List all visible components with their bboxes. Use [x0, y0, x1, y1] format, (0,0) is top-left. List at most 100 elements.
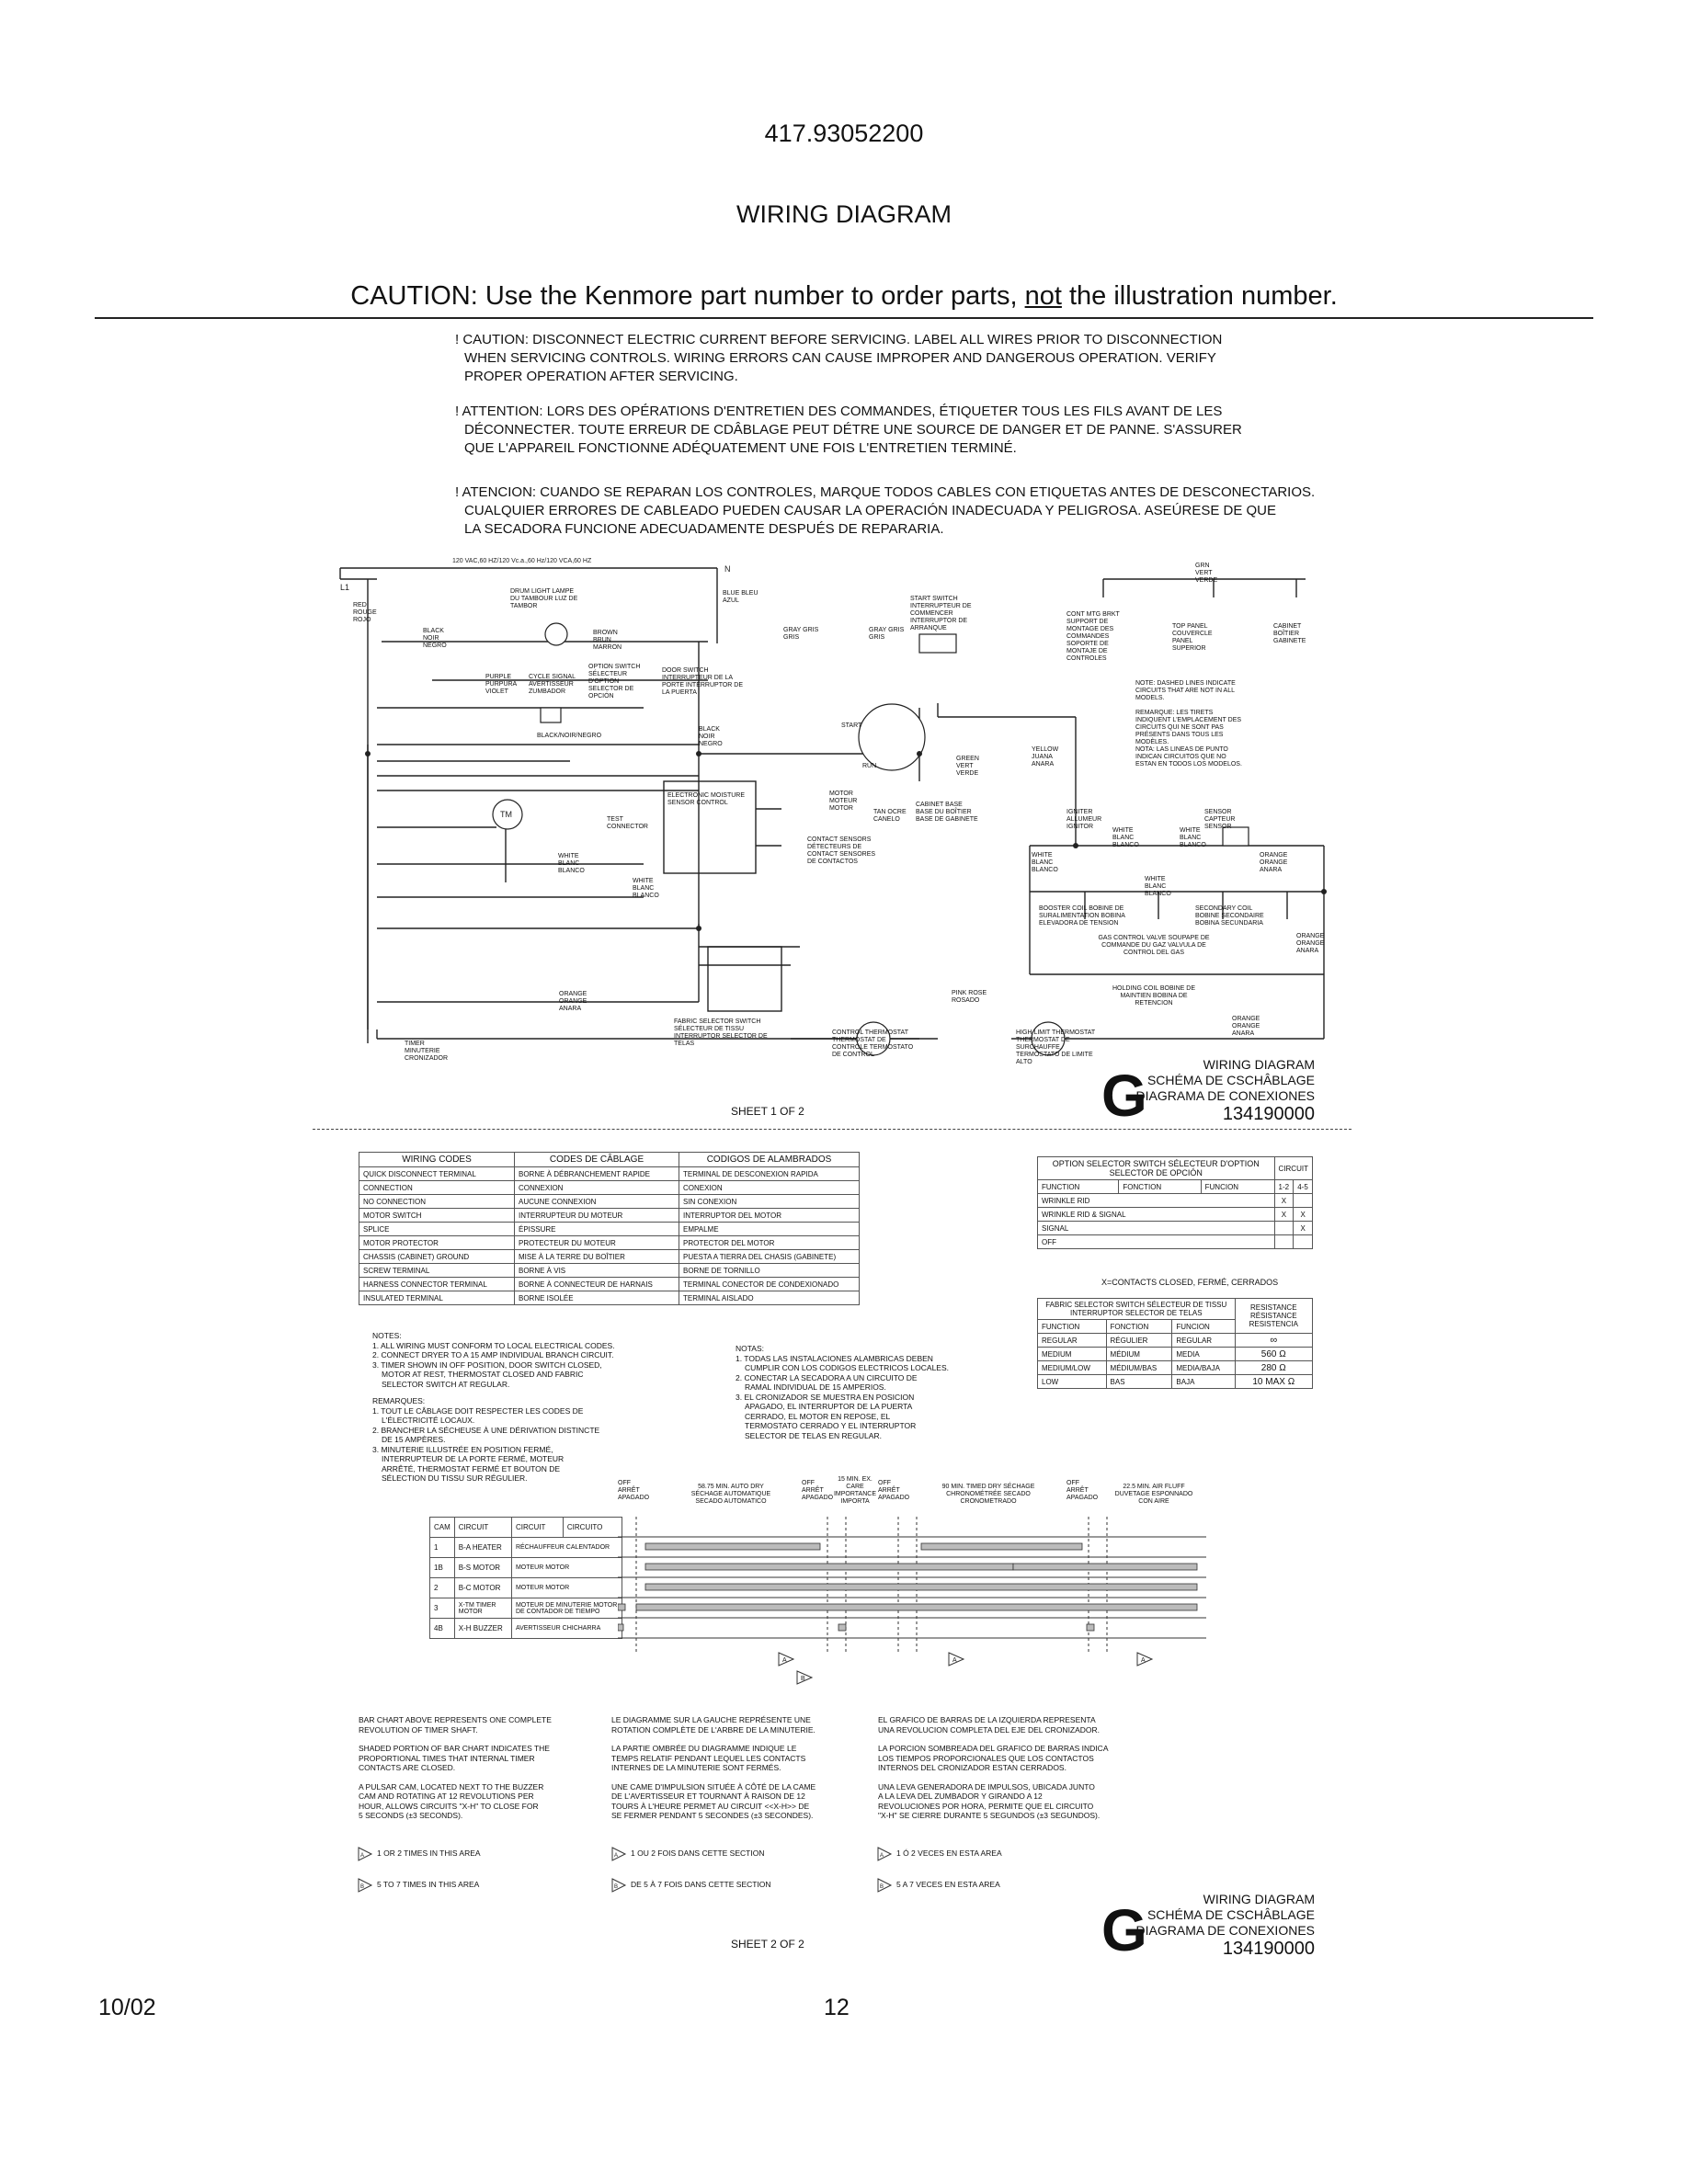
table-cell: CIRCUIT [453, 1517, 512, 1538]
table-cell: MÉDIUM/BAS [1105, 1360, 1173, 1375]
table-cell: PUESTA A TIERRA DEL CHASIS (GABINETE) [679, 1249, 860, 1264]
table-cell: CONNECTION [359, 1180, 515, 1195]
label-yellow: YELLOW JUANA ANARA [1032, 746, 1059, 768]
header-cell: WIRING CODES [359, 1152, 515, 1167]
off-label: OFF ARRÊT APAGADO [1066, 1480, 1099, 1501]
corner-number: 134190000 [1222, 1104, 1315, 1124]
table-cell: X [1293, 1207, 1313, 1222]
label-red: RED ROUGE ROJO [353, 602, 377, 623]
section-timed-dry: 90 MIN. TIMED DRY SÉCHAGE CHRONOMÉTRÉE S… [941, 1484, 1035, 1505]
note-line: RAMAL INDIVIDUAL DE 15 AMPERIOS. [745, 1382, 886, 1392]
table-cell: MEDIA/BAJA [1171, 1360, 1236, 1375]
table-header-row: FABRIC SELECTOR SWITCH SÉLECTEUR DE TISS… [1037, 1298, 1314, 1334]
table-cell: ÉPISSURE [514, 1222, 679, 1236]
table-cell: RÉCHAUFFEUR CALENTADOR [510, 1537, 623, 1558]
note-line: SELECTOR DE TELAS EN REGULAR. [745, 1430, 882, 1440]
table-cell: MOTEUR MOTOR [510, 1577, 623, 1598]
note-line: 1. ALL WIRING MUST CONFORM TO LOCAL ELEC… [372, 1340, 615, 1350]
warning-line: LA SECADORA FUNCIONE ADECUADAMENTE DESPU… [464, 521, 944, 537]
table-cell: 1-2 [1273, 1179, 1295, 1194]
corner-line: DIAGRAMA DE CONEXIONES [1135, 1923, 1315, 1938]
label-green: GREEN VERT VERDE [956, 756, 979, 777]
table-cell: CONNEXION [514, 1180, 679, 1195]
label-cabinet-base: CABINET BASE BASE DU BOÎTIER BASE DE GAB… [916, 802, 978, 823]
note-line: 1. TOUT LE CÂBLAGE DOIT RESPECTER LES CO… [372, 1405, 584, 1416]
table-row: OFF [1037, 1234, 1313, 1249]
label-gray-2: GRAY GRIS GRIS [869, 627, 905, 641]
label-blue: BLUE BLEU AZUL [723, 590, 758, 604]
table-cell: PROTECTEUR DU MOTEUR [514, 1235, 679, 1250]
schematic-note-es: NOTA: LAS LINEAS DE PUNTO INDICAN CIRCUI… [1135, 746, 1242, 768]
table-cell: BORNE À CONNECTEUR DE HARNAIS [514, 1277, 679, 1291]
note-line: 5 SECONDS (±3 SECONDS). [359, 1811, 463, 1820]
table-cell: PROTECTOR DEL MOTOR [679, 1235, 860, 1250]
warning-line: WHEN SERVICING CONTROLS. WIRING ERRORS C… [464, 350, 1216, 366]
label-brown: BROWN BRUN MARRON [593, 630, 622, 651]
wiring-codes-table: WIRING CODES CODES DE CÂBLAGE CODIGOS DE… [359, 1152, 860, 1305]
table-cell: 3 [429, 1598, 455, 1619]
section-air-fluff: 22.5 MIN. AIR FLUFF DUVETAGE ESPONNADO C… [1114, 1484, 1193, 1505]
notes-es: NOTAS: 1. TODAS LAS INSTALACIONES ALAMBR… [736, 1344, 949, 1440]
corner-line: WIRING DIAGRAM [1203, 1892, 1315, 1906]
caution-emphasis: not [1024, 281, 1062, 311]
section-ex-care: 15 MIN. EX. CARE IMPORTANCE IMPORTA [833, 1476, 877, 1505]
label-holding-coil: HOLDING COIL BOBINE DE MAINTIEN BOBINA D… [1112, 985, 1195, 1007]
header-cell: RESISTANCE RÉSISTANCE RESISTENCIA [1234, 1298, 1314, 1334]
note-line: REVOLUTION OF TIMER SHAFT. [359, 1724, 478, 1735]
table-cell: SIN CONEXION [679, 1194, 860, 1209]
note-line: ARRÊTÉ, THERMOSTAT FERMÉ ET BOUTON DE [382, 1463, 561, 1473]
label-door-switch: DOOR SWITCH INTERRUPTEUR DE LA PORTE INT… [662, 667, 744, 696]
label-grn: GRN VERT VERDE [1195, 563, 1218, 584]
warning-en: ! CAUTION: DISCONNECT ELECTRIC CURRENT B… [455, 331, 1329, 386]
note-line: SELECTOR SWITCH AT REGULAR. [382, 1379, 510, 1389]
note-spacer [359, 1735, 552, 1744]
warning-es: ! ATENCION: CUANDO SE REPARAN LOS CONTRO… [455, 483, 1329, 539]
table-cell: CAM [429, 1517, 455, 1538]
warning-line: QUE L'APPAREIL FONCTIONNE ADÉQUATEMENT U… [464, 440, 1017, 456]
label-orange: ORANGE ORANGE ANARA [559, 991, 587, 1012]
label-white-2: WHITE BLANC BLANCO [633, 878, 659, 899]
footer-date: 10/02 [98, 1995, 156, 2020]
table-cell: BAS [1105, 1374, 1173, 1389]
label-top-panel: TOP PANEL COUVERCLE PANEL SUPERIOR [1172, 623, 1213, 652]
note-line: NOTAS: [736, 1344, 765, 1353]
pulse-legend-a: A [360, 1853, 364, 1859]
model-number: 417.93052200 [764, 119, 924, 147]
note-line: DE 15 AMPÈRES. [382, 1435, 446, 1444]
note-line: LA PARTIE OMBRÉE DU DIAGRAMME INDIQUE LE [611, 1744, 797, 1753]
table-cell: X-H BUZZER [453, 1618, 512, 1639]
off-label: OFF ARRÊT APAGADO [802, 1480, 834, 1501]
note-spacer [611, 1773, 815, 1782]
table-row: FUNCTION FONCTION FUNCION [1037, 1319, 1313, 1334]
note-line: 3. TIMER SHOWN IN OFF POSITION, DOOR SWI… [372, 1359, 602, 1370]
label-white-6: WHITE BLANC BLANCO [1145, 876, 1171, 897]
pulse-legend-icons: A B [611, 1847, 627, 1893]
note-line: "X-H" SE CIERRE DURANTE 5 SEGUNDOS (±3 S… [878, 1811, 1101, 1820]
table-cell: QUICK DISCONNECT TERMINAL [359, 1166, 515, 1181]
table-cell: FONCTION [1118, 1179, 1202, 1194]
table-cell: X [1273, 1193, 1295, 1208]
table-cell: ∞ [1234, 1333, 1314, 1348]
note-spacer [878, 1735, 1109, 1744]
wiring-schematic: L1 N 120 VAC,60 HZ/120 Vc.a.,60 Hz/120 V… [339, 558, 1327, 1056]
label-white: WHITE BLANC BLANCO [558, 853, 585, 874]
table-cell: REGULAR [1171, 1333, 1236, 1348]
corner-line: DIAGRAMA DE CONEXIONES [1135, 1088, 1315, 1103]
warning-line: DÉCONNECTER. TOUTE ERREUR DE CDÂBLAGE PE… [464, 422, 1242, 438]
section-auto-dry: 58.75 MIN. AUTO DRY SÉCHAGE AUTOMATIQUE … [690, 1484, 771, 1505]
note-line: TEMPS RELATIF PENDANT LEQUEL LES CONTACT… [611, 1753, 806, 1763]
table-cell: CONEXION [679, 1180, 860, 1195]
table-cell: FUNCION [1171, 1319, 1236, 1334]
page-number: 12 [824, 1995, 850, 2020]
table-cell: MISE À LA TERRE DU BOÎTIER [514, 1249, 679, 1264]
table-header-row: WIRING CODES CODES DE CÂBLAGE CODIGOS DE… [359, 1152, 860, 1167]
